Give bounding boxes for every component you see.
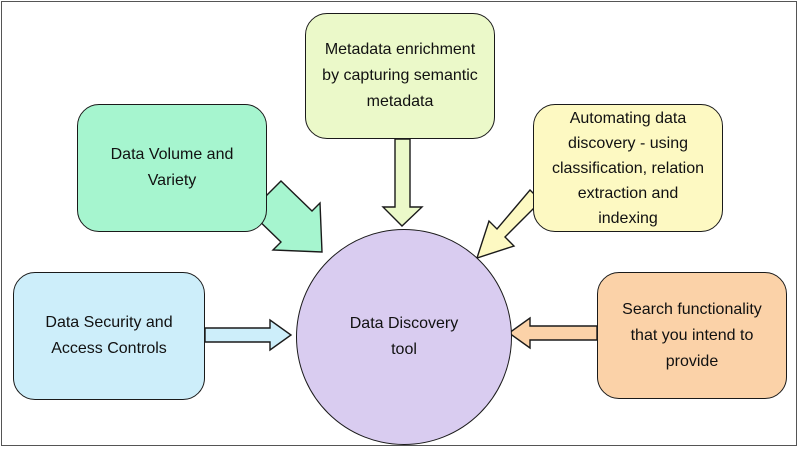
node-metadata-enrichment: Metadata enrichment by capturing semanti… [305,13,495,139]
node-data-volume-label: Data Volume and Variety [110,146,234,189]
node-data-security-label: Data Security and Access Controls [45,314,173,357]
node-metadata-enrichment-label: Metadata enrichment by capturing semanti… [322,41,478,110]
node-search-functionality: Search functionality that you intend to … [597,272,787,399]
arrow-metadata-to-center [381,138,424,227]
node-automating-discovery: Automating data discovery - using classi… [533,104,723,232]
node-data-security: Data Security and Access Controls [13,272,205,400]
arrow-search-to-center [507,316,598,350]
node-automating-discovery-label: Automating data discovery - using classi… [551,109,705,227]
center-node-label: Data Discovery tool [349,315,459,358]
center-node-data-discovery-tool: Data Discovery tool [296,229,512,445]
arrow-security-to-center [204,318,293,352]
node-search-functionality-label: Search functionality that you intend to … [622,300,762,370]
arrow-automating-to-center [475,188,542,260]
node-data-volume: Data Volume and Variety [77,104,267,232]
